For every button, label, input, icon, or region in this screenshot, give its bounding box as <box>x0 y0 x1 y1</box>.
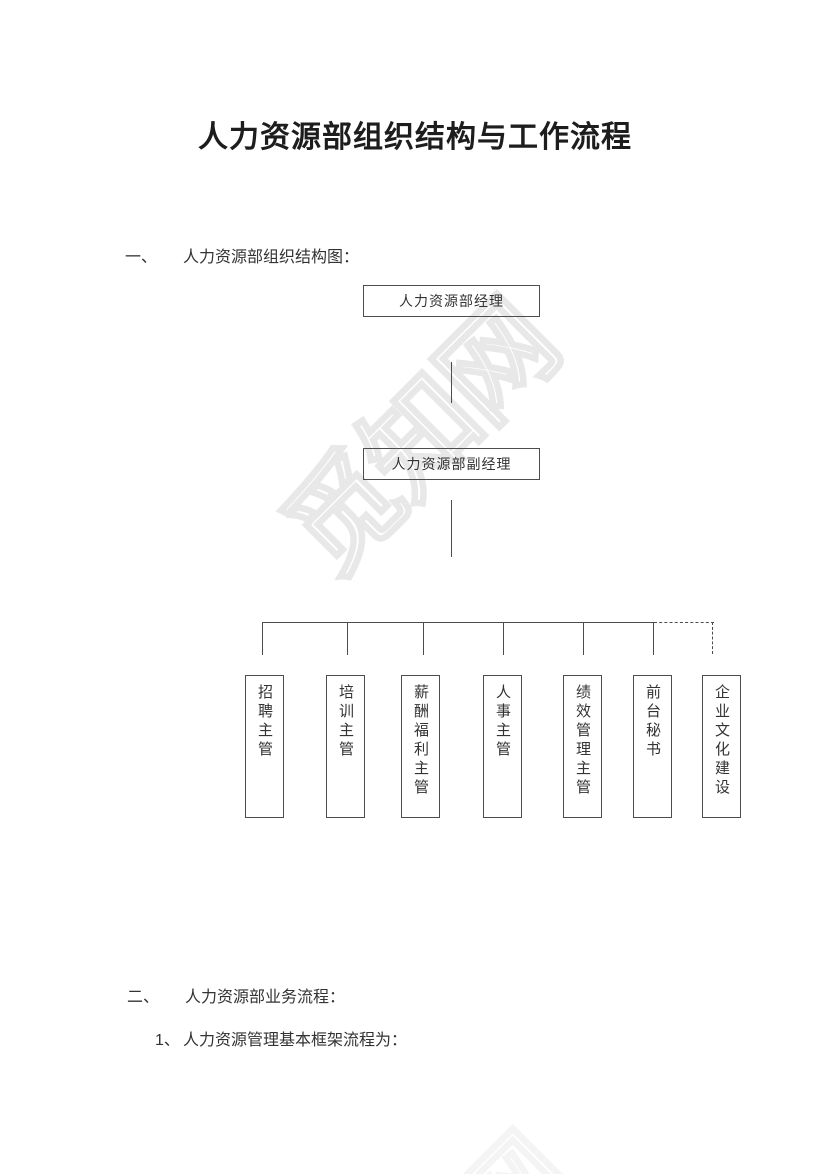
section1-heading: 人力资源部组织结构图： <box>183 249 360 266</box>
connector-drop-4 <box>503 622 505 655</box>
org-box-label: 绩效管理主管 <box>574 684 591 798</box>
document-title: 人力资源部组织结构与工作流程 <box>198 121 632 154</box>
org-box-deputy-manager: 人力资源部副经理 <box>363 448 540 480</box>
org-box-label: 培训主管 <box>337 684 354 760</box>
section2-heading: 人力资源部业务流程： <box>185 989 346 1006</box>
connector-manager-deputy <box>451 362 453 403</box>
section2-numeral: 二、 <box>127 989 160 1006</box>
org-box-manager: 人力资源部经理 <box>363 285 540 317</box>
section2-item1-text: 人力资源管理基本框架流程为： <box>183 1032 408 1049</box>
connector-deputy-departments <box>451 500 453 557</box>
org-box-label: 企业文化建设 <box>713 684 730 798</box>
org-box-performance-management-supervisor: 绩效管理主管 <box>563 675 602 818</box>
connector-horizontal-solid <box>262 622 654 623</box>
connector-drop-2 <box>347 622 349 655</box>
org-box-label: 前台秘书 <box>644 684 661 760</box>
org-box-label: 人事主管 <box>494 684 511 760</box>
connector-horizontal-dashed <box>654 622 714 623</box>
connector-drop-3 <box>423 622 425 655</box>
connector-drop-1 <box>262 622 264 655</box>
section1-numeral: 一、 <box>125 249 158 266</box>
org-box-compensation-benefits-supervisor: 薪酬福利主管 <box>401 675 440 818</box>
org-box-recruitment-supervisor: 招聘主管 <box>245 675 284 818</box>
org-box-deputy-manager-label: 人力资源部副经理 <box>391 456 512 472</box>
org-box-front-desk-secretary: 前台秘书 <box>633 675 672 818</box>
section2-item1-numeral: 1、 <box>155 1032 180 1049</box>
org-box-training-supervisor: 培训主管 <box>326 675 365 818</box>
connector-drop-7-dashed <box>712 622 713 654</box>
org-box-manager-label: 人力资源部经理 <box>399 293 504 309</box>
org-box-personnel-supervisor: 人事主管 <box>483 675 522 818</box>
org-box-corporate-culture: 企业文化建设 <box>702 675 741 818</box>
org-box-label: 薪酬福利主管 <box>412 684 429 798</box>
connector-drop-5 <box>583 622 585 655</box>
org-box-label: 招聘主管 <box>256 684 273 760</box>
connector-drop-6 <box>653 622 655 655</box>
